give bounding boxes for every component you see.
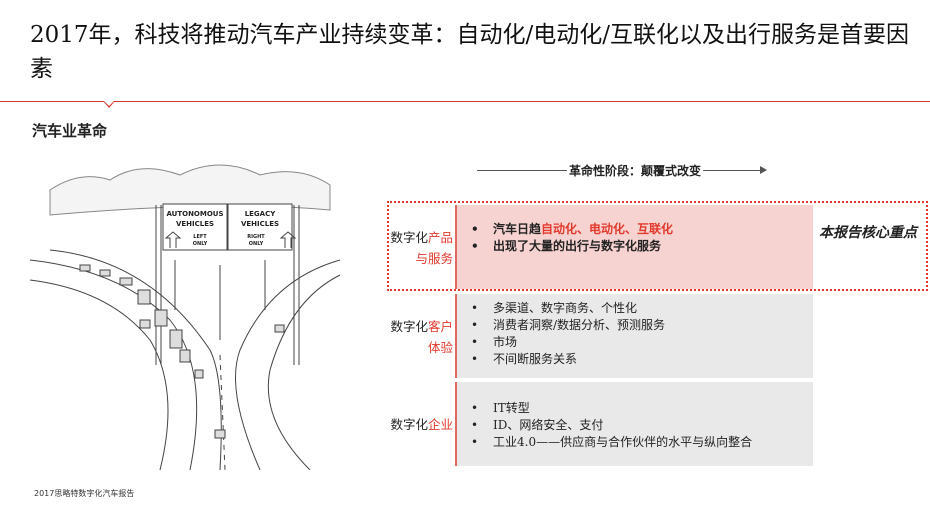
label-highlight: 企业 — [427, 417, 453, 432]
row-customer-experience: 数字化客户体验 多渠道、数字商务、个性化 消费者洞察/数据分析、预测服务 市场 … — [387, 294, 813, 378]
row-label: 数字化企业 — [387, 414, 453, 435]
page-title: 2017年，科技将推动汽车产业持续变革：自动化/电动化/互联化以及出行服务是首要… — [30, 22, 910, 82]
sign-right-dir1: RIGHT — [247, 234, 265, 240]
divider-notch-inner — [104, 101, 114, 106]
bullet-item: 不间断服务关系 — [471, 351, 813, 368]
row-enterprise: 数字化企业 IT转型 ID、网络安全、支付 工业4.0——供应商与合作伙伴的水平… — [387, 382, 813, 466]
section-subtitle: 汽车业革命 — [32, 122, 108, 140]
phase-arrow: 革命性阶段：颠覆式改变 — [477, 162, 767, 179]
bullet-item: 市场 — [471, 334, 813, 351]
focus-label: 本报告核心重点 — [819, 225, 917, 241]
row-products-services: 数字化产品与服务 汽车日趋自动化、电动化、互联化 出现了大量的出行与数字化服务 — [387, 205, 813, 289]
footer-source: 2017思略特数字化汽车报告 — [34, 489, 135, 498]
bullet-text: 汽车日趋 — [493, 222, 542, 236]
sign-left-line2: VEHICLES — [176, 220, 214, 228]
sign-left-dir1: LEFT — [193, 234, 207, 240]
phase-label: 革命性阶段：颠覆式改变 — [567, 162, 704, 179]
header-divider — [0, 101, 930, 102]
bullet-item: IT转型 — [471, 400, 813, 417]
row-content: 多渠道、数字商务、个性化 消费者洞察/数据分析、预测服务 市场 不间断服务关系 — [455, 294, 813, 378]
bullet-item: 出现了大量的出行与数字化服务 — [471, 238, 813, 255]
sign-right-line1: LEGACY — [245, 210, 277, 218]
row-content: IT转型 ID、网络安全、支付 工业4.0——供应商与合作伙伴的水平与纵向整合 — [455, 382, 813, 466]
bullet-highlight: 自动化、电动化、互联化 — [541, 222, 674, 236]
sign-left-line1: AUTONOMOUS — [166, 210, 223, 218]
label-prefix: 数字化 — [390, 230, 428, 245]
sign-right-line2: VEHICLES — [241, 220, 279, 228]
sign-left-dir2: ONLY — [193, 241, 208, 247]
row-label: 数字化客户体验 — [387, 316, 453, 358]
bullet-item: 多渠道、数字商务、个性化 — [471, 300, 813, 317]
label-highlight: 产品与服务 — [415, 230, 453, 266]
road-fork-illustration: AUTONOMOUS VEHICLES LEFT ONLY LEGACY VEH… — [29, 164, 341, 470]
bullet-item: 消费者洞察/数据分析、预测服务 — [471, 317, 813, 334]
bullet-item: 汽车日趋自动化、电动化、互联化 — [471, 221, 813, 238]
bullet-item: 工业4.0——供应商与合作伙伴的水平与纵向整合 — [471, 434, 813, 451]
row-label: 数字化产品与服务 — [387, 227, 453, 269]
sign-right-dir2: ONLY — [249, 241, 264, 247]
label-prefix: 数字化 — [390, 417, 428, 432]
arrow-right-icon — [760, 166, 767, 174]
focus-box — [387, 201, 928, 291]
row-content: 汽车日趋自动化、电动化、互联化 出现了大量的出行与数字化服务 — [455, 205, 813, 289]
label-highlight: 客户体验 — [427, 319, 453, 355]
label-prefix: 数字化 — [390, 319, 428, 334]
bullet-item: ID、网络安全、支付 — [471, 417, 813, 434]
